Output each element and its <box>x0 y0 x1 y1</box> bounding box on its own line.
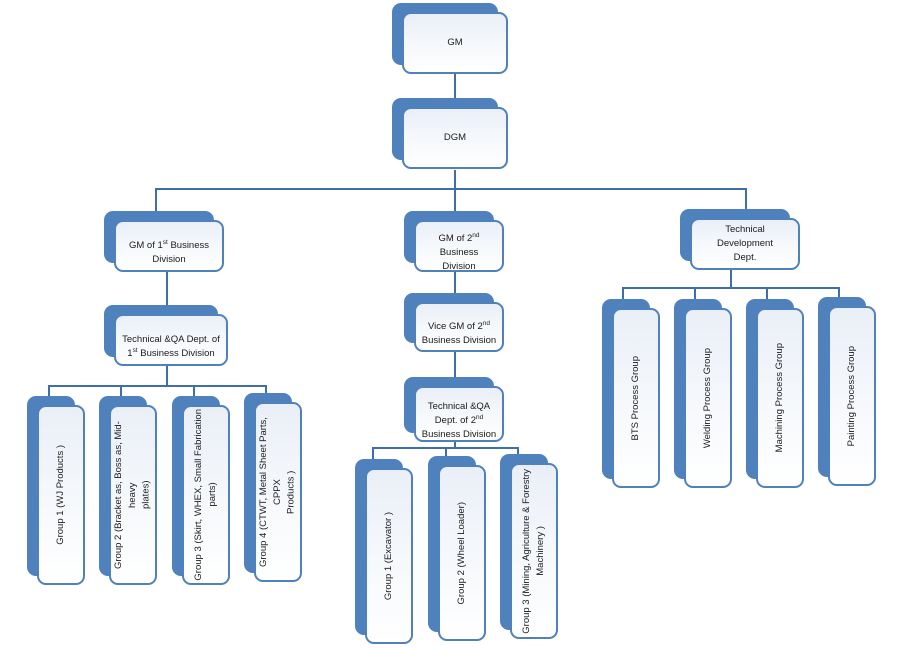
connector-div2-vicegm-to-techqa <box>454 350 456 378</box>
node-gm-face: GM <box>402 12 508 74</box>
node-div2-group-3-label: Group 3 (Mining, Agriculture & Forestry … <box>521 468 546 634</box>
node-div1-group-4-label: Group 4 (CTWT, Metal Sheet Parts, CPPX P… <box>258 417 297 567</box>
node-technical-development-dept[interactable]: Technical Development Dept. <box>680 209 800 270</box>
node-process-group-bts-label: BTS Process Group <box>630 355 642 441</box>
connector-process-group4-drop <box>838 287 840 298</box>
node-gm-division-1-label: GM of 1st Business Division <box>124 223 214 268</box>
node-gm-division-2[interactable]: GM of 2nd Business Division <box>404 211 504 272</box>
node-div2-group-1-face: Group 1 (Excavator ) <box>365 468 413 644</box>
connector-div1-gm-to-techqa <box>166 272 168 306</box>
node-process-group-welding[interactable]: Welding Process Group <box>674 299 732 488</box>
node-process-group-bts-face: BTS Process Group <box>612 308 660 488</box>
node-technical-development-dept-face: Technical Development Dept. <box>690 218 800 270</box>
node-process-group-welding-label: Welding Process Group <box>702 347 714 449</box>
node-dgm[interactable]: DGM <box>392 98 508 169</box>
node-vice-gm-division-2-face: Vice GM of 2nd Business Division <box>414 302 504 352</box>
techqa-div1-sup: st <box>132 346 138 354</box>
node-div2-group-2[interactable]: Group 2 (Wheel Loader) <box>428 456 486 641</box>
node-div1-group-1-face: Group 1 (WJ Products ) <box>37 405 85 585</box>
node-div2-group-3-face: Group 3 (Mining, Agriculture & Forestry … <box>510 463 558 639</box>
node-div1-group-3[interactable]: Group 3 (Skirt, WHEX, Small Fabrication … <box>172 396 230 585</box>
node-gm-label: GM <box>447 37 463 49</box>
connector-div2-group2-drop <box>445 447 447 458</box>
node-dgm-face: DGM <box>402 107 508 169</box>
node-tech-qa-division-2-label: Technical &QA Dept. of 2nd Business Divi… <box>417 388 501 440</box>
node-div2-group-2-face: Group 2 (Wheel Loader) <box>438 465 486 641</box>
connector-process-group3-drop <box>766 287 768 300</box>
techqa-div2-pre: Technical &QA Dept. of 2 <box>427 401 491 426</box>
connector-div1-techqa-down <box>166 366 168 386</box>
connector-div2-gm-to-vicegm <box>454 264 456 294</box>
connector-gm-to-dgm <box>454 74 456 100</box>
node-div1-group-4-face: Group 4 (CTWT, Metal Sheet Parts, CPPX P… <box>254 402 302 582</box>
node-div1-group-2-face: Group 2 (Bracket as, Boss as, Mid-heavy … <box>109 405 157 585</box>
node-div1-group-3-label: Group 3 (Skirt, WHEX, Small Fabrication … <box>193 409 218 581</box>
node-process-group-painting-face: Painting Process Group <box>828 306 876 486</box>
node-process-group-machining[interactable]: Machining Process Group <box>746 299 804 488</box>
node-div1-group-3-face: Group 3 (Skirt, WHEX, Small Fabrication … <box>182 405 230 585</box>
node-gm[interactable]: GM <box>392 3 508 74</box>
connector-process-group2-drop <box>694 287 696 300</box>
connector-div1-group2-drop <box>120 385 122 398</box>
connector-drop-techdev <box>745 188 747 211</box>
techqa-div2-sup: nd <box>476 413 484 421</box>
node-tech-qa-division-2[interactable]: Technical &QA Dept. of 2nd Business Divi… <box>404 377 504 442</box>
connector-div2-group3-drop <box>517 447 519 456</box>
connector-div1-group1-drop <box>48 385 50 398</box>
node-vice-gm-division-2[interactable]: Vice GM of 2nd Business Division <box>404 293 504 352</box>
connector-level2-bus <box>155 188 747 190</box>
node-vice-gm-division-2-label: Vice GM of 2nd Business Division <box>417 304 501 349</box>
node-tech-qa-division-1-face: Technical &QA Dept. of 1st Business Divi… <box>114 314 228 366</box>
gm-div2-sup: nd <box>472 232 480 240</box>
node-process-group-machining-label: Machining Process Group <box>774 343 786 453</box>
node-gm-division-1[interactable]: GM of 1st Business Division <box>104 211 224 272</box>
connector-dgm-down <box>454 170 456 189</box>
gm-div2-pre: GM of 2 <box>438 233 473 245</box>
node-div1-group-1-label: Group 1 (WJ Products ) <box>55 445 67 545</box>
node-div2-group-3[interactable]: Group 3 (Mining, Agriculture & Forestry … <box>500 454 558 639</box>
connector-div1-groups-bus <box>48 385 266 387</box>
connector-drop-div2 <box>454 188 456 211</box>
node-gm-division-2-face: GM of 2nd Business Division <box>414 220 504 272</box>
connector-div1-group3-drop <box>193 385 195 398</box>
connector-div2-group1-drop <box>372 447 374 461</box>
node-gm-division-1-face: GM of 1st Business Division <box>114 220 224 272</box>
techqa-div1-pre: Technical &QA Dept. of 1 <box>122 334 220 359</box>
vicegm-sup: nd <box>482 319 490 327</box>
connector-process-group1-drop <box>622 287 624 300</box>
connector-div1-group4-drop <box>265 385 267 395</box>
node-process-group-bts[interactable]: BTS Process Group <box>602 299 660 488</box>
node-div2-group-2-label: Group 2 (Wheel Loader) <box>456 501 468 605</box>
gm-div1-pre: GM of 1 <box>128 240 163 252</box>
node-process-group-welding-face: Welding Process Group <box>684 308 732 488</box>
vicegm-pre: Vice GM of 2 <box>428 321 483 333</box>
techqa-div2-post: Business Division <box>421 428 497 440</box>
gm-div1-sup: st <box>162 238 168 246</box>
node-div1-group-1[interactable]: Group 1 (WJ Products ) <box>27 396 85 585</box>
node-technical-development-dept-label: Technical Development Dept. <box>717 224 773 263</box>
gm-div1-post: Business Division <box>152 240 209 265</box>
node-process-group-painting[interactable]: Painting Process Group <box>818 297 876 486</box>
connector-process-groups-bus <box>622 287 838 289</box>
connector-techdev-down <box>730 270 732 288</box>
techqa-div1-post: Business Division <box>137 347 215 359</box>
node-div1-group-2-label: Group 2 (Bracket as, Boss as, Mid-heavy … <box>113 421 152 569</box>
vicegm-post: Business Division <box>421 334 497 346</box>
connector-drop-div1 <box>155 188 157 211</box>
node-dgm-label: DGM <box>443 132 467 144</box>
node-gm-division-2-label: GM of 2nd Business Division <box>416 222 502 272</box>
node-div1-group-4[interactable]: Group 4 (CTWT, Metal Sheet Parts, CPPX P… <box>244 393 302 582</box>
node-process-group-machining-face: Machining Process Group <box>756 308 804 488</box>
node-tech-qa-division-1[interactable]: Technical &QA Dept. of 1st Business Divi… <box>104 305 228 366</box>
node-div2-group-1-label: Group 1 (Excavator ) <box>383 511 395 601</box>
node-tech-qa-division-1-label: Technical &QA Dept. of 1st Business Divi… <box>117 317 225 362</box>
node-div2-group-1[interactable]: Group 1 (Excavator ) <box>355 459 413 644</box>
node-div1-group-2[interactable]: Group 2 (Bracket as, Boss as, Mid-heavy … <box>99 396 157 585</box>
node-process-group-painting-label: Painting Process Group <box>846 345 858 447</box>
node-tech-qa-division-2-face: Technical &QA Dept. of 2nd Business Divi… <box>414 386 504 442</box>
gm-div2-post: Business Division <box>439 247 479 272</box>
